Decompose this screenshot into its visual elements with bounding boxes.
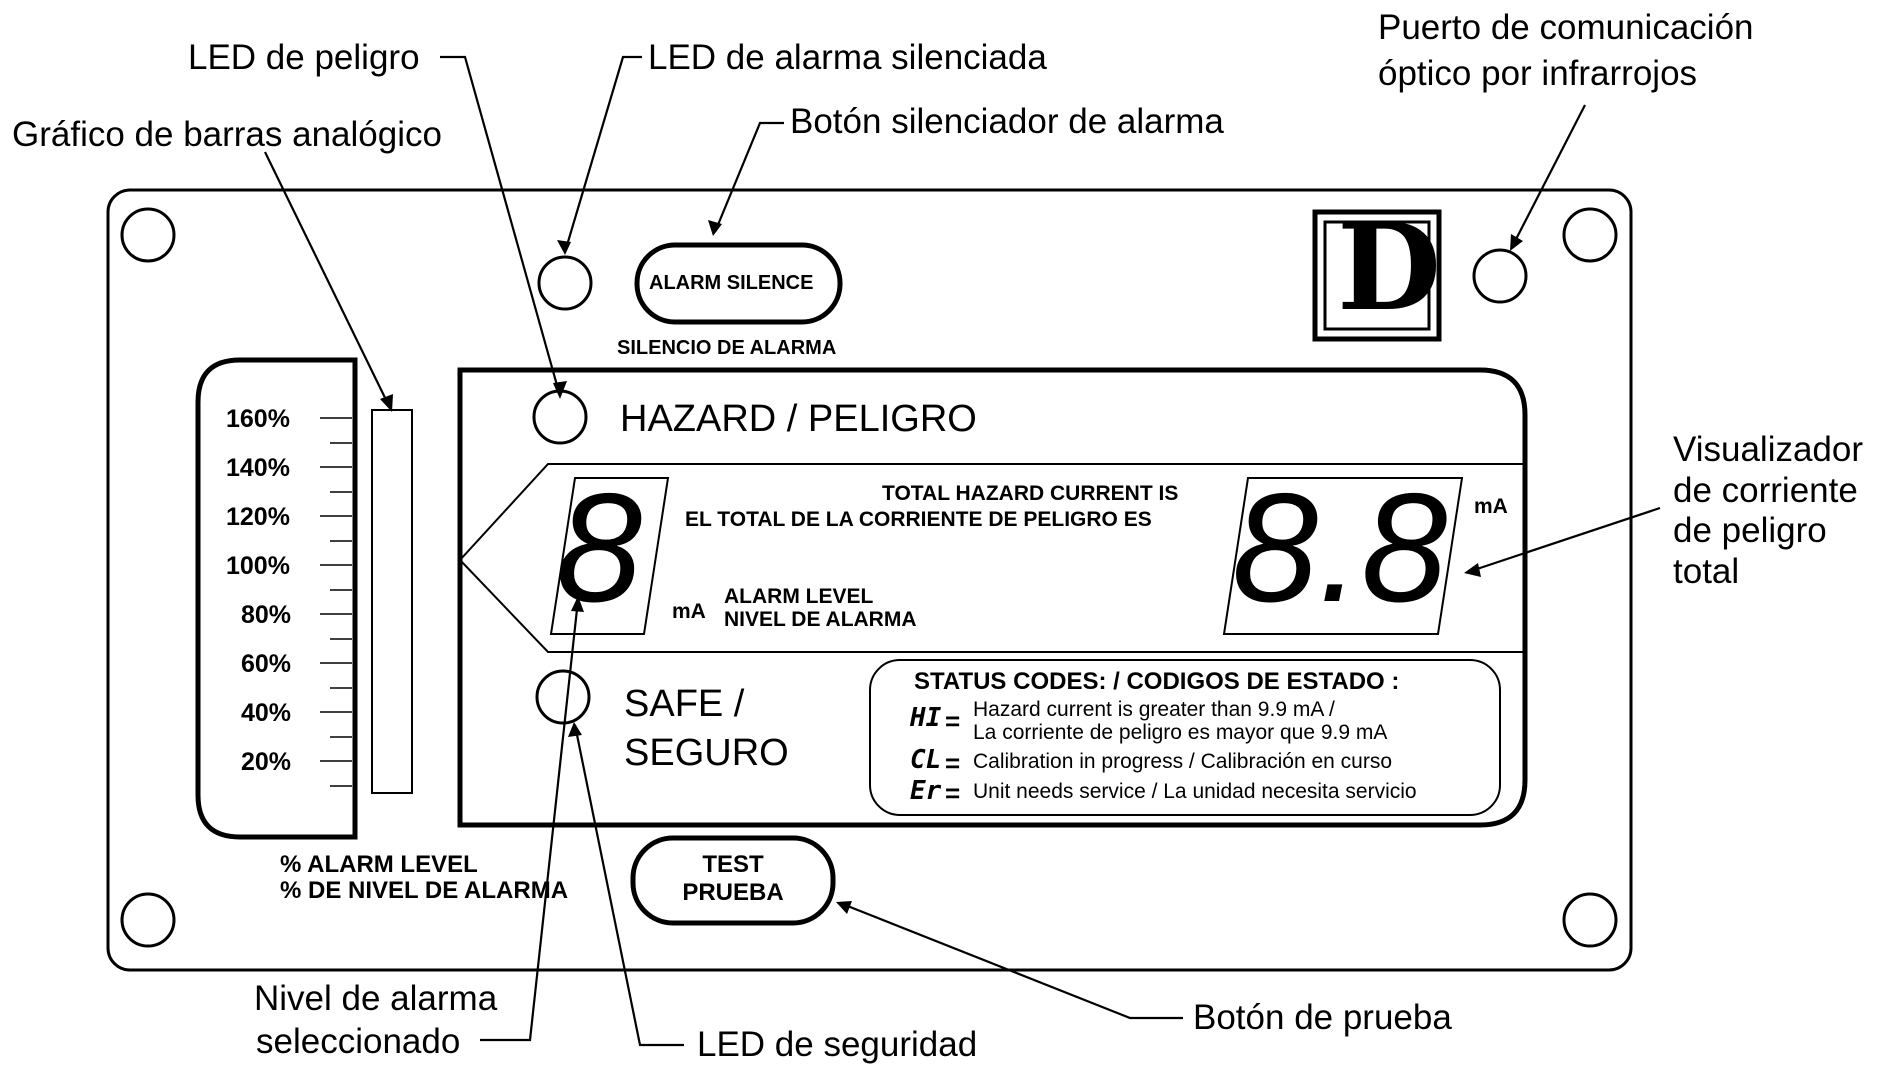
status-code-equals: = (945, 778, 961, 808)
logo-inner (1323, 220, 1431, 331)
total-current-digit-frame (1222, 477, 1464, 635)
safe-led (535, 669, 591, 725)
mounting-hole-top-left (120, 207, 176, 263)
bar-graph-column (371, 409, 413, 794)
display-box (457, 367, 1528, 828)
alarm-level-label: ALARM LEVEL NIVEL DE ALARMA (724, 585, 917, 631)
status-code-hi-line1: Hazard current is greater than 9.9 mA / (973, 698, 1335, 721)
safe-label-line1: SAFE / (624, 683, 745, 725)
total-hazard-line2: EL TOTAL DE LA CORRIENTE DE PELIGRO ES (685, 508, 1152, 531)
test-button-shape (630, 835, 836, 926)
status-code-cl: CL (910, 745, 942, 775)
callout-visualizador-line4: total (1673, 551, 1740, 591)
alarm-level-unit: mA (672, 600, 706, 623)
logo-outer (1312, 209, 1442, 342)
bar-graph-frame (195, 357, 358, 840)
callout-led-de-peligro: LED de peligro (188, 38, 420, 77)
safe-label-line2: SEGURO (624, 732, 789, 775)
mounting-hole-bottom-right (1562, 892, 1618, 948)
bar-scale-label: 20% (241, 748, 292, 776)
status-code-equals: = (945, 748, 961, 778)
alarm-level-line2: NIVEL DE ALARMA (724, 608, 917, 632)
callout-visualizador-line2: de corriente (1673, 470, 1858, 510)
callout-nivel-alarma-line1: Nivel de alarma (254, 979, 498, 1018)
mounting-hole-bottom-left (120, 892, 176, 948)
alarm-silenced-led (537, 255, 593, 311)
bar-scale-label: 40% (241, 699, 292, 727)
callout-led-seguridad: LED de seguridad (697, 1025, 978, 1064)
alarm-level-digit: 8 (556, 461, 643, 634)
ir-port (1472, 248, 1528, 304)
total-current-value: 8.8 (1232, 461, 1448, 634)
test-button-line1: TEST (702, 851, 764, 878)
callout-puerto-comunicacion: Puerto de comunicación óptico por infrar… (1378, 5, 1754, 96)
callout-visualizador-line3: de peligro (1673, 511, 1827, 551)
callout-boton-silenciador: Botón silenciador de alarma (790, 102, 1224, 141)
alarm-level-digit-frame (549, 477, 670, 635)
callout-puerto-line2: óptico por infrarrojos (1378, 53, 1698, 93)
display-band (458, 463, 1525, 653)
bar-scale-label: 60% (241, 650, 292, 678)
hazard-label: HAZARD / PELIGRO (620, 398, 977, 440)
status-codes-box (869, 659, 1501, 816)
callout-nivel-alarma-line2: seleccionado (256, 1021, 461, 1061)
status-codes-title: STATUS CODES: / CODIGOS DE ESTADO : (914, 668, 1400, 695)
callout-grafico-barras: Gráfico de barras analógico (12, 115, 442, 154)
bar-scale-label: 160% (226, 405, 290, 433)
callout-visualizador-line1: Visualizador (1673, 430, 1864, 469)
status-code-er-line: Unit needs service / La unidad necesita … (973, 780, 1417, 803)
safe-label: SAFE / SEGURO (624, 680, 789, 779)
status-code-hi: HI (910, 703, 942, 733)
total-hazard-line1: TOTAL HAZARD CURRENT IS (882, 482, 1179, 505)
bar-graph-ticks (320, 417, 352, 787)
bar-scale-label: 100% (226, 552, 290, 580)
status-code-er: Er (910, 776, 942, 806)
alarm-silence-button[interactable]: ALARM SILENCE (649, 272, 814, 294)
panel-outline (106, 188, 1633, 972)
bar-caption-line2: % DE NIVEL DE ALARMA (280, 877, 569, 905)
alarm-level-line1: ALARM LEVEL (724, 585, 874, 608)
bar-caption-line1: % ALARM LEVEL (280, 851, 478, 878)
test-button[interactable]: TEST PRUEBA (660, 851, 806, 906)
leader-lines (264, 55, 1661, 1047)
callout-visualizador: Visualizador de corriente de peligro tot… (1673, 430, 1863, 592)
callout-led-alarma-silenciada: LED de alarma silenciada (648, 38, 1047, 77)
test-button-line2: PRUEBA (682, 878, 784, 906)
bar-caption: % ALARM LEVEL % DE NIVEL DE ALARMA (280, 851, 569, 905)
status-code-equals: = (945, 706, 961, 736)
mounting-hole-top-right (1562, 207, 1618, 263)
arrowheads (380, 220, 1523, 914)
logo-letter: D (1337, 197, 1442, 338)
callout-puerto-line1: Puerto de comunicación (1378, 8, 1754, 47)
total-current-unit: mA (1474, 495, 1508, 518)
status-code-hi-line2: La corriente de peligro es mayor que 9.9… (973, 721, 1388, 744)
callout-boton-prueba: Botón de prueba (1193, 998, 1452, 1037)
bar-scale-label: 80% (241, 601, 292, 629)
silencio-de-alarma-label: SILENCIO DE ALARMA (617, 337, 837, 359)
callout-nivel-alarma: Nivel de alarma seleccionado (252, 978, 497, 1063)
alarm-silence-button-shape (634, 242, 843, 325)
bar-scale-label: 140% (226, 454, 290, 482)
status-code-cl-line: Calibration in progress / Calibración en… (973, 750, 1393, 773)
bar-scale-label: 120% (226, 503, 290, 531)
